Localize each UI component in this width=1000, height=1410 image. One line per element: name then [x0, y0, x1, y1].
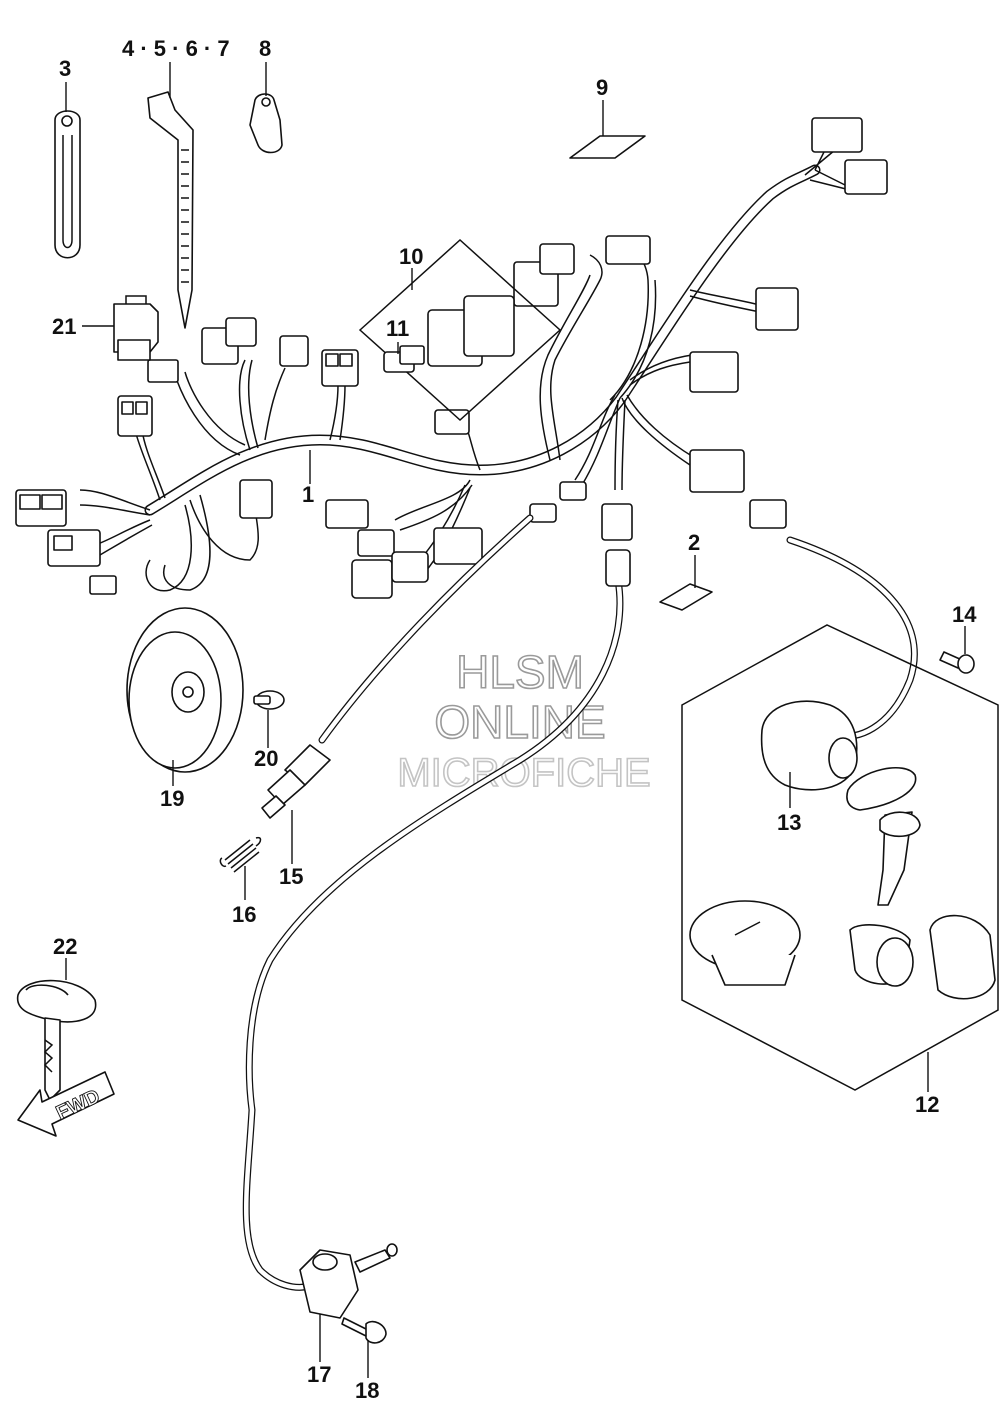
part-2-terminal — [659, 583, 713, 611]
callout-22: 22 — [53, 934, 77, 959]
callout-3: 3 — [59, 56, 71, 81]
callout-16: 16 — [232, 902, 256, 927]
callout-20: 20 — [254, 746, 278, 771]
watermark-line-2: ONLINE — [434, 696, 605, 748]
callout-9: 9 — [596, 75, 608, 100]
callout-14: 14 — [952, 602, 977, 627]
fwd-arrow-icon: FWD — [17, 1071, 115, 1137]
fuse-box-assembly — [358, 238, 562, 422]
part-8-terminal — [249, 93, 283, 154]
callout-12: 12 — [915, 1092, 939, 1117]
callout-19: 19 — [160, 786, 184, 811]
ignition-cable — [786, 536, 918, 740]
brake-switch-cable — [219, 514, 534, 873]
part-3-band — [54, 110, 81, 259]
callout-1: 1 — [302, 482, 314, 507]
callout-4-5-6-7: 4 · 5 · 6 · 7 — [122, 36, 230, 61]
part-18-bolt — [341, 1317, 387, 1344]
watermark-line-1: HLSM — [456, 646, 584, 698]
callout-labels: 3 4 · 5 · 6 · 7 8 9 10 11 21 1 2 14 13 1… — [52, 36, 977, 1403]
part-14-screw — [939, 651, 975, 674]
part-21-relay — [113, 295, 159, 361]
part-17-switch — [299, 1243, 398, 1319]
callout-8: 8 — [259, 36, 271, 61]
callout-13: 13 — [777, 810, 801, 835]
watermark: HLSM ONLINE MICROFICHE — [397, 645, 652, 796]
part-22-key — [16, 979, 97, 1101]
harness-connectors — [15, 117, 888, 599]
long-cable — [242, 549, 631, 1291]
part-20-screw — [253, 690, 285, 710]
callout-2: 2 — [688, 530, 700, 555]
wiring-harness — [79, 139, 851, 592]
part-19-horn — [126, 607, 244, 773]
part-9-label — [569, 135, 646, 159]
callout-10: 10 — [399, 244, 423, 269]
callout-11: 11 — [386, 316, 409, 341]
key-set-assembly — [681, 624, 999, 1091]
callout-21: 21 — [52, 314, 76, 339]
callout-15: 15 — [279, 864, 303, 889]
leader-lines — [65, 62, 966, 1378]
part-4-7-cable-tie — [147, 91, 194, 329]
callout-18: 18 — [355, 1378, 379, 1403]
callout-17: 17 — [307, 1362, 331, 1387]
